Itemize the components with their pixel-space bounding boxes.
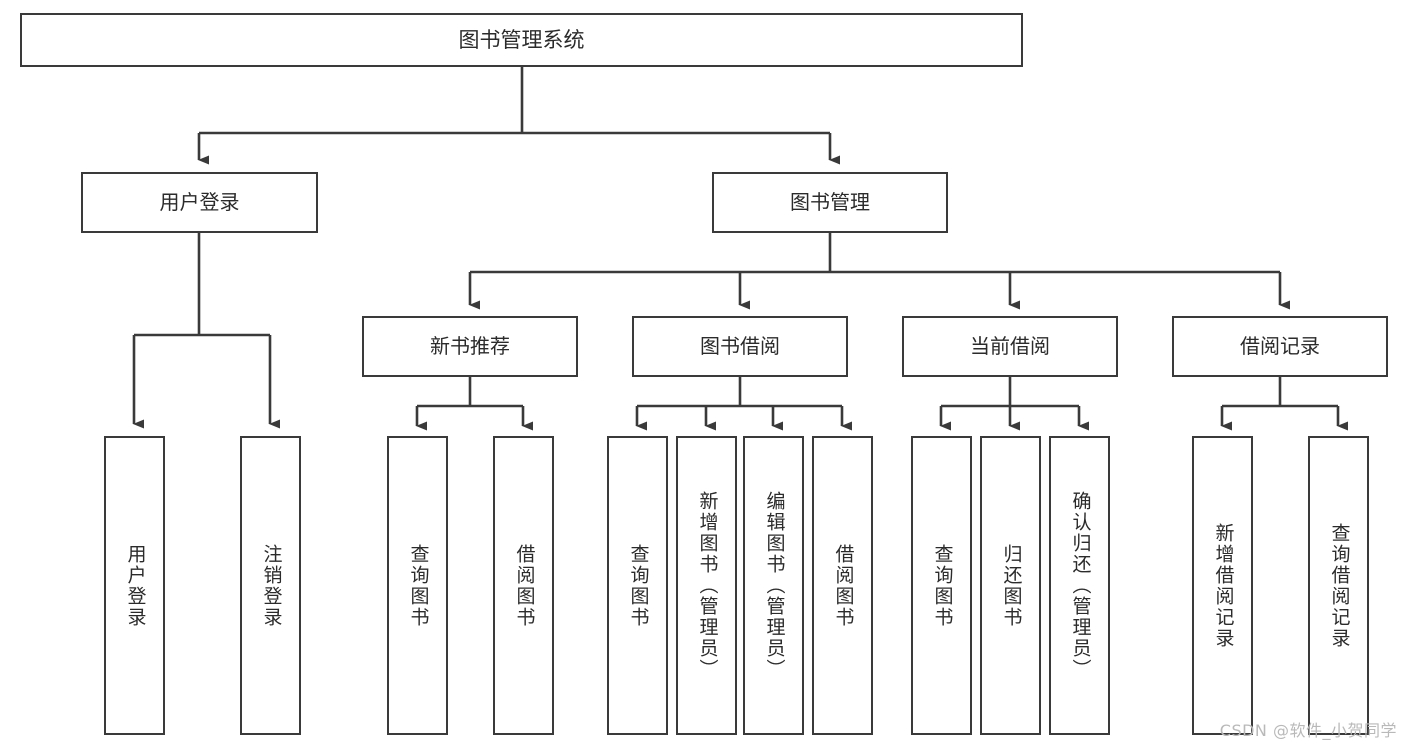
leaf-current-return-book[interactable]: 归还图书 bbox=[980, 436, 1041, 735]
leaf-borrow-borrow-book[interactable]: 借阅图书 bbox=[812, 436, 873, 735]
leaf-borrow-edit-book[interactable]: 编辑图书（管理员） bbox=[743, 436, 804, 735]
node-label: 查询图书 bbox=[931, 543, 954, 628]
node-current-borrow[interactable]: 当前借阅 bbox=[902, 316, 1118, 377]
node-user-login[interactable]: 用户登录 bbox=[81, 172, 318, 233]
node-book-management[interactable]: 图书管理 bbox=[712, 172, 948, 233]
node-label: 用户登录 bbox=[124, 543, 147, 628]
leaf-current-query-book[interactable]: 查询图书 bbox=[911, 436, 972, 735]
node-label: 查询图书 bbox=[627, 543, 650, 628]
node-label: 查询借阅记录 bbox=[1328, 522, 1351, 649]
node-label: 注销登录 bbox=[260, 543, 283, 628]
node-root-system[interactable]: 图书管理系统 bbox=[20, 13, 1023, 67]
node-label: 借阅图书 bbox=[513, 543, 536, 628]
node-label: 借阅记录 bbox=[1240, 333, 1320, 358]
leaf-new-book-query[interactable]: 查询图书 bbox=[387, 436, 448, 735]
node-label: 当前借阅 bbox=[970, 333, 1050, 358]
leaf-new-book-borrow[interactable]: 借阅图书 bbox=[493, 436, 554, 735]
node-label: 图书管理 bbox=[790, 189, 870, 214]
node-label: 用户登录 bbox=[159, 189, 240, 214]
node-label: 图书借阅 bbox=[700, 333, 780, 358]
leaf-record-add[interactable]: 新增借阅记录 bbox=[1192, 436, 1253, 735]
node-label: 归还图书 bbox=[1000, 543, 1023, 628]
node-label: 借阅图书 bbox=[832, 543, 855, 628]
leaf-borrow-query-book[interactable]: 查询图书 bbox=[607, 436, 668, 735]
node-new-book-recommend[interactable]: 新书推荐 bbox=[362, 316, 578, 377]
node-label: 新增借阅记录 bbox=[1212, 522, 1235, 649]
node-label: 编辑图书（管理员） bbox=[763, 491, 786, 680]
leaf-borrow-add-book[interactable]: 新增图书（管理员） bbox=[676, 436, 737, 735]
node-book-borrow[interactable]: 图书借阅 bbox=[632, 316, 848, 377]
node-borrow-record[interactable]: 借阅记录 bbox=[1172, 316, 1388, 377]
node-label: 查询图书 bbox=[407, 543, 430, 628]
leaf-user-login-logout[interactable]: 注销登录 bbox=[240, 436, 301, 735]
leaf-user-login-login[interactable]: 用户登录 bbox=[104, 436, 165, 735]
node-label: 新书推荐 bbox=[430, 333, 510, 358]
leaf-record-query[interactable]: 查询借阅记录 bbox=[1308, 436, 1369, 735]
watermark: CSDN @软件_小贺同学 bbox=[1219, 721, 1397, 740]
node-label: 确认归还（管理员） bbox=[1069, 491, 1092, 680]
leaf-current-confirm-return[interactable]: 确认归还（管理员） bbox=[1049, 436, 1110, 735]
node-label: 图书管理系统 bbox=[458, 27, 585, 52]
node-label: 新增图书（管理员） bbox=[696, 491, 719, 680]
